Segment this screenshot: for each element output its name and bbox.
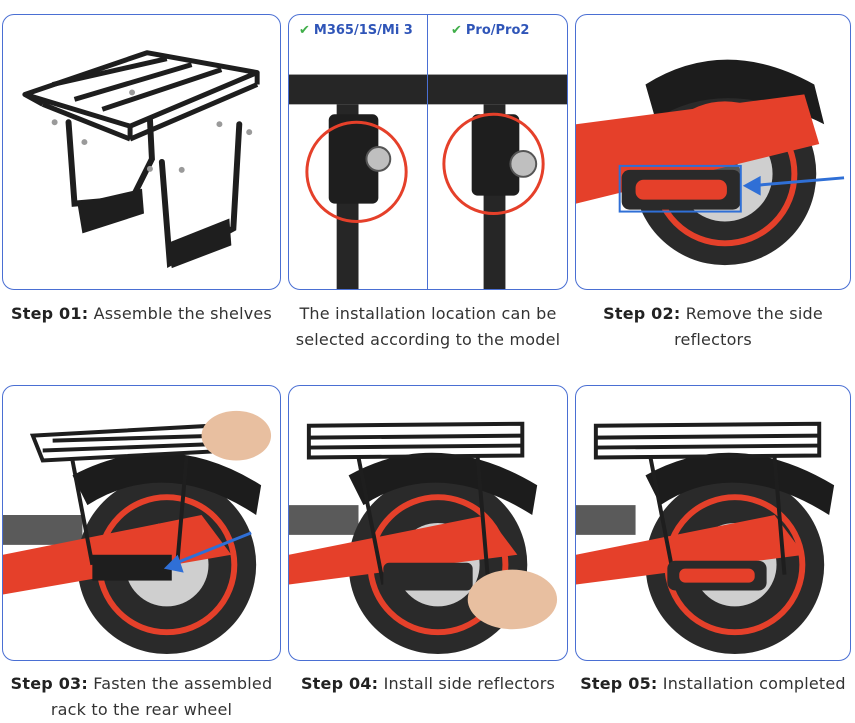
caption-step-04: Step 04: Install side reflectors [286,671,570,697]
model-tag-left: ✔M365/1S/Mi 3 [299,23,413,38]
panel-step-02 [575,14,851,290]
model-tag-right-label: Pro/Pro2 [465,23,530,38]
mount-location-illustration [289,74,567,289]
caption-step-01: Step 01: Assemble the shelves [0,301,283,327]
caption-line-1: The installation location can be [299,304,557,323]
rack-parts-illustration [22,50,260,269]
panel-step-03 [2,385,281,661]
step-text-line-1: Fasten the assembled [93,674,273,693]
step-text-line-1: Remove the side [685,304,823,323]
caption-install-location: The installation location can be selecte… [286,301,570,353]
panel-step-04 [288,385,568,661]
caption-line-2: selected according to the model [295,330,561,349]
install-reflector-illustration [289,421,558,655]
step-text: Installation completed [662,674,846,693]
step-text-line-2: rack to the rear wheel [50,700,233,719]
panel-step-01 [2,14,281,290]
caption-step-02: Step 02: Remove the side reflectors [575,301,851,353]
step-label: Step 02: [603,304,681,323]
model-tag-left-label: M365/1S/Mi 3 [313,23,413,38]
remove-reflector-illustration [576,59,845,266]
panel-install-location: ✔M365/1S/Mi 3 ✔Pro/Pro2 [288,14,568,290]
check-icon: ✔ [299,23,310,38]
check-icon: ✔ [451,23,462,38]
step-text-line-2: reflectors [674,330,752,349]
model-tag-right: ✔Pro/Pro2 [451,23,529,38]
step-text: Install side reflectors [383,674,556,693]
step-label: Step 01: [11,304,89,323]
step-label: Step 04: [300,674,379,693]
step-label: Step 05: [580,674,658,693]
caption-step-03: Step 03: Fasten the assembled rack to th… [0,671,283,723]
panel-step-05 [575,385,851,661]
step-label: Step 03: [10,674,88,693]
caption-step-05: Step 05: Installation completed [575,671,851,697]
step-text: Assemble the shelves [93,304,272,323]
model-divider [427,15,428,289]
fasten-rack-illustration [3,410,272,655]
installation-completed-illustration [576,421,835,655]
